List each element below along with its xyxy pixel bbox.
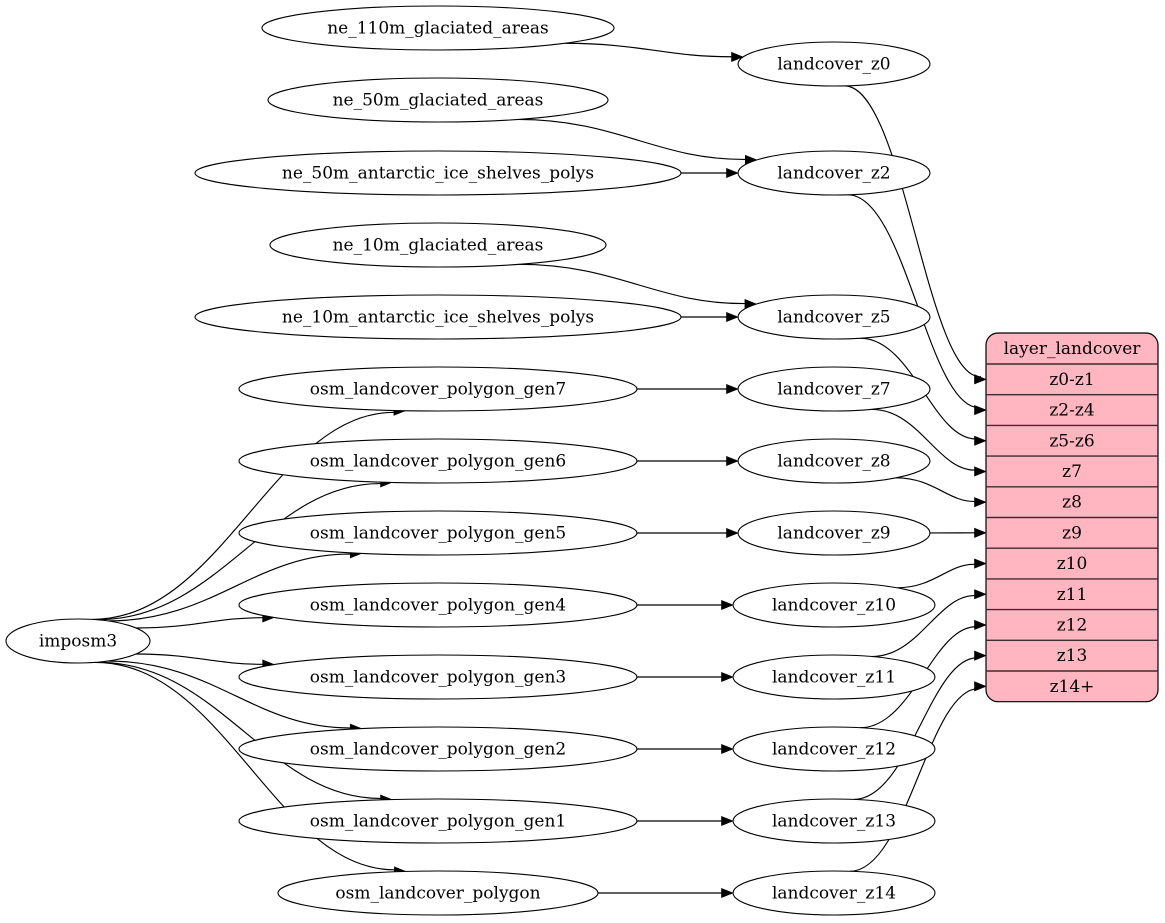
node-shape-landcover_z0 (737, 41, 931, 87)
graph-node-landcover_z5[interactable]: landcover_z5 (737, 294, 931, 340)
edge-landcover_z10-to-z10 (897, 563, 975, 589)
graph-node-osm_landcover_polygon_gen7[interactable]: osm_landcover_polygon_gen7 (238, 366, 638, 412)
edge-imposm3-to-osm_landcover_polygon_gen4 (136, 617, 263, 629)
arrowhead-landcover_z5-to-z5-z6 (974, 435, 987, 446)
graph-node-landcover_z8[interactable]: landcover_z8 (737, 438, 931, 484)
graph-node-osm_landcover_polygon_gen1[interactable]: osm_landcover_polygon_gen1 (238, 798, 638, 844)
edge-landcover_z13-to-z13 (853, 657, 979, 801)
graph-node-landcover_z0[interactable]: landcover_z0 (737, 41, 931, 87)
arrowhead-osm_landcover_polygon_gen7-to-landcover_z7 (726, 383, 739, 395)
node-shape-ne_10m_antarctic_ice_shelves_polys (194, 294, 682, 340)
node-shape-landcover_z14 (732, 870, 936, 916)
node-shape-landcover_z2 (737, 150, 931, 196)
edge-imposm3-to-osm_landcover_polygon_gen5 (107, 553, 351, 622)
edge-imposm3-to-osm_landcover_polygon_gen7 (91, 411, 396, 620)
node-shape-osm_landcover_polygon_gen5 (238, 510, 638, 556)
graph-node-osm_landcover_polygon_gen5[interactable]: osm_landcover_polygon_gen5 (238, 510, 638, 556)
graph-node-osm_landcover_polygon_gen3[interactable]: osm_landcover_polygon_gen3 (238, 654, 638, 700)
node-shape-landcover_z11 (732, 654, 936, 700)
edge-landcover_z7-to-z7 (871, 408, 976, 471)
arrowhead-landcover_z2-to-z2-z4 (974, 405, 987, 416)
graph-node-landcover_z2[interactable]: landcover_z2 (737, 150, 931, 196)
edge-ne_110m_glaciated_areas-to-landcover_z0 (564, 42, 732, 58)
node-shape-osm_landcover_polygon_gen7 (238, 366, 638, 412)
node-shape-ne_10m_glaciated_areas (269, 222, 607, 268)
edge-imposm3-to-osm_landcover_polygon (94, 661, 397, 871)
arrowhead-landcover_z14-to-z14+ (974, 681, 987, 692)
edge-imposm3-to-osm_landcover_polygon_gen2 (107, 660, 351, 729)
graph-node-ne_50m_glaciated_areas[interactable]: ne_50m_glaciated_areas (267, 77, 609, 123)
arrowhead-osm_landcover_polygon_gen2-to-landcover_z12 (721, 743, 734, 755)
edge-ne_50m_glaciated_areas-to-landcover_z2 (517, 118, 746, 161)
arrowhead-landcover_z13-to-z13 (974, 650, 987, 661)
arrowhead-landcover_z0-to-z0-z1 (974, 374, 987, 385)
arrowhead-landcover_z10-to-z10 (974, 558, 987, 569)
node-shape-osm_landcover_polygon_gen2 (238, 726, 638, 772)
graph-node-imposm3[interactable]: imposm3 (5, 618, 151, 664)
arrowhead-landcover_z7-to-z7 (974, 466, 987, 477)
graph-node-osm_landcover_polygon_gen6[interactable]: osm_landcover_polygon_gen6 (238, 438, 638, 484)
graph-node-landcover_z11[interactable]: landcover_z11 (732, 654, 936, 700)
graph-node-ne_50m_antarctic_ice_shelves_polys[interactable]: ne_50m_antarctic_ice_shelves_polys (194, 150, 682, 196)
node-shape-osm_landcover_polygon_gen6 (238, 438, 638, 484)
graph-node-osm_landcover_polygon_gen4[interactable]: osm_landcover_polygon_gen4 (238, 582, 638, 628)
arrowhead-osm_landcover_polygon_gen1-to-landcover_z13 (721, 815, 734, 827)
edge-landcover_z2-to-z2-z4 (847, 194, 980, 409)
arrowhead-landcover_z11-to-z11 (974, 589, 987, 600)
node-shape-landcover_z5 (737, 294, 931, 340)
graph-node-ne_10m_glaciated_areas[interactable]: ne_10m_glaciated_areas (269, 222, 607, 268)
graph-node-landcover_z7[interactable]: landcover_z7 (737, 366, 931, 412)
arrowhead-osm_landcover_polygon_gen5-to-landcover_z9 (726, 527, 739, 539)
edge-imposm3-to-osm_landcover_polygon_gen6 (96, 483, 382, 621)
graph-node-landcover_z9[interactable]: landcover_z9 (737, 510, 931, 556)
arrowhead-landcover_z12-to-z12 (974, 619, 987, 630)
edge-landcover_z14-to-z14+ (849, 688, 980, 872)
arrowhead-ne_110m_glaciated_areas-to-landcover_z0 (731, 51, 744, 63)
node-shape-landcover_z8 (737, 438, 931, 484)
graph-node-landcover_z12[interactable]: landcover_z12 (732, 726, 936, 772)
node-shape-osm_landcover_polygon_gen4 (238, 582, 638, 628)
layer-table-group[interactable]: layer_landcoverz0-z1z2-z4z5-z6z7z8z9z10z… (985, 332, 1159, 703)
node-shape-ne_50m_antarctic_ice_shelves_polys (194, 150, 682, 196)
edge-landcover_z8-to-z8 (896, 477, 975, 502)
graph-node-landcover_z13[interactable]: landcover_z13 (732, 798, 936, 844)
edge-imposm3-to-osm_landcover_polygon_gen1 (96, 661, 382, 799)
graph-node-osm_landcover_polygon[interactable]: osm_landcover_polygon (277, 870, 599, 916)
arrowhead-landcover_z8-to-z8 (974, 497, 987, 508)
arrowhead-osm_landcover_polygon_gen4-to-landcover_z10 (721, 599, 734, 611)
arrowhead-osm_landcover_polygon_gen3-to-landcover_z11 (721, 671, 734, 683)
edge-imposm3-to-osm_landcover_polygon_gen3 (136, 653, 263, 665)
arrowhead-osm_landcover_polygon_gen6-to-landcover_z8 (726, 455, 739, 467)
edge-ne_10m_glaciated_areas-to-landcover_z5 (518, 263, 746, 305)
nodes-layer: imposm3 ne_110m_glaciated_areas ne_50m_gla… (5, 5, 936, 916)
edge-landcover_z0-to-z0-z1 (844, 85, 982, 378)
node-shape-osm_landcover_polygon (277, 870, 599, 916)
graph-node-landcover_z10[interactable]: landcover_z10 (732, 582, 936, 628)
node-shape-landcover_z7 (737, 366, 931, 412)
node-shape-osm_landcover_polygon_gen3 (238, 654, 638, 700)
node-shape-landcover_z13 (732, 798, 936, 844)
graph-node-landcover_z14[interactable]: landcover_z14 (732, 870, 936, 916)
node-shape-osm_landcover_polygon_gen1 (238, 798, 638, 844)
node-shape-imposm3 (5, 618, 151, 664)
node-shape-landcover_z9 (737, 510, 931, 556)
node-shape-landcover_z12 (732, 726, 936, 772)
graph-node-osm_landcover_polygon_gen2[interactable]: osm_landcover_polygon_gen2 (238, 726, 638, 772)
node-shape-landcover_z10 (732, 582, 936, 628)
edge-landcover_z11-to-z11 (871, 595, 976, 658)
layer-landcover-table: layer_landcoverz0-z1z2-z4z5-z6z7z8z9z10z… (985, 332, 1159, 703)
arrowhead-osm_landcover_polygon-to-landcover_z14 (721, 887, 734, 899)
arrowhead-landcover_z9-to-z9 (974, 527, 987, 538)
graph-node-ne_110m_glaciated_areas[interactable]: ne_110m_glaciated_areas (261, 5, 615, 51)
arrowhead-ne_10m_antarctic_ice_shelves_polys-to-landcover_z5 (726, 311, 739, 323)
node-shape-ne_110m_glaciated_areas (261, 5, 615, 51)
graph-node-ne_10m_antarctic_ice_shelves_polys[interactable]: ne_10m_antarctic_ice_shelves_polys (194, 294, 682, 340)
node-shape-ne_50m_glaciated_areas (267, 77, 609, 123)
arrowhead-ne_50m_antarctic_ice_shelves_polys-to-landcover_z2 (726, 167, 739, 179)
